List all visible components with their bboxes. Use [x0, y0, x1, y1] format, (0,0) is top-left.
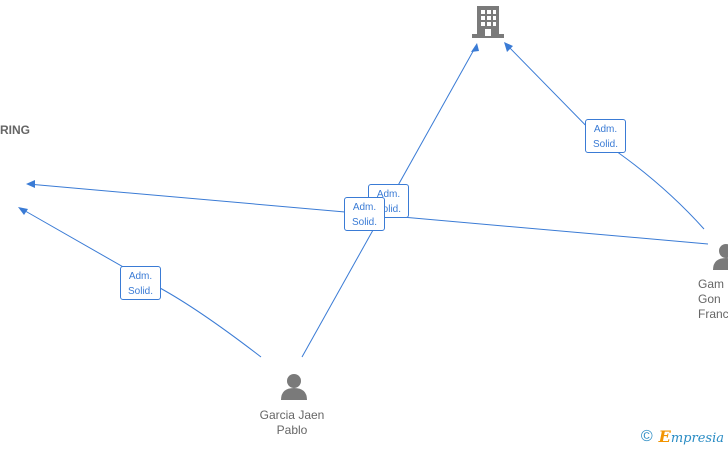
role-line-1: Adm.	[376, 189, 401, 200]
role-line-1: Adm.	[128, 271, 153, 282]
brand-footer: © Empresia	[641, 427, 724, 446]
arrowhead	[471, 43, 479, 52]
role-line-2: Solid.	[351, 217, 377, 228]
role-badge: Adm. Solid.	[344, 197, 385, 231]
copyright-icon: ©	[640, 427, 653, 445]
person-bottom-label[interactable]: Garcia Jaen Pablo	[259, 408, 325, 437]
person-icon[interactable]	[713, 244, 728, 270]
role-line-1: Adm.	[593, 124, 618, 135]
person-right-label[interactable]: Gam Gon Franc	[698, 277, 728, 321]
brand-logo-text: mpresia	[670, 431, 724, 446]
company-left-label[interactable]: RING	[0, 123, 30, 137]
role-line-1: Adm.	[352, 202, 377, 213]
arrowhead	[26, 180, 35, 188]
arrowhead	[504, 42, 513, 52]
role-badge: Adm. Solid.	[120, 266, 161, 300]
arrowhead	[18, 207, 28, 215]
role-line-2: Solid.	[375, 204, 401, 215]
role-badge: Adm. Solid.	[585, 119, 626, 153]
person-icon[interactable]	[281, 374, 307, 400]
role-line-2: Solid.	[127, 286, 153, 297]
brand-logo: Empresia	[659, 427, 724, 446]
edge-garcia-to-left-company	[19, 207, 262, 358]
role-line-2: Solid.	[592, 139, 618, 150]
building-icon[interactable]	[472, 6, 504, 38]
brand-logo-initial: E	[658, 427, 671, 446]
